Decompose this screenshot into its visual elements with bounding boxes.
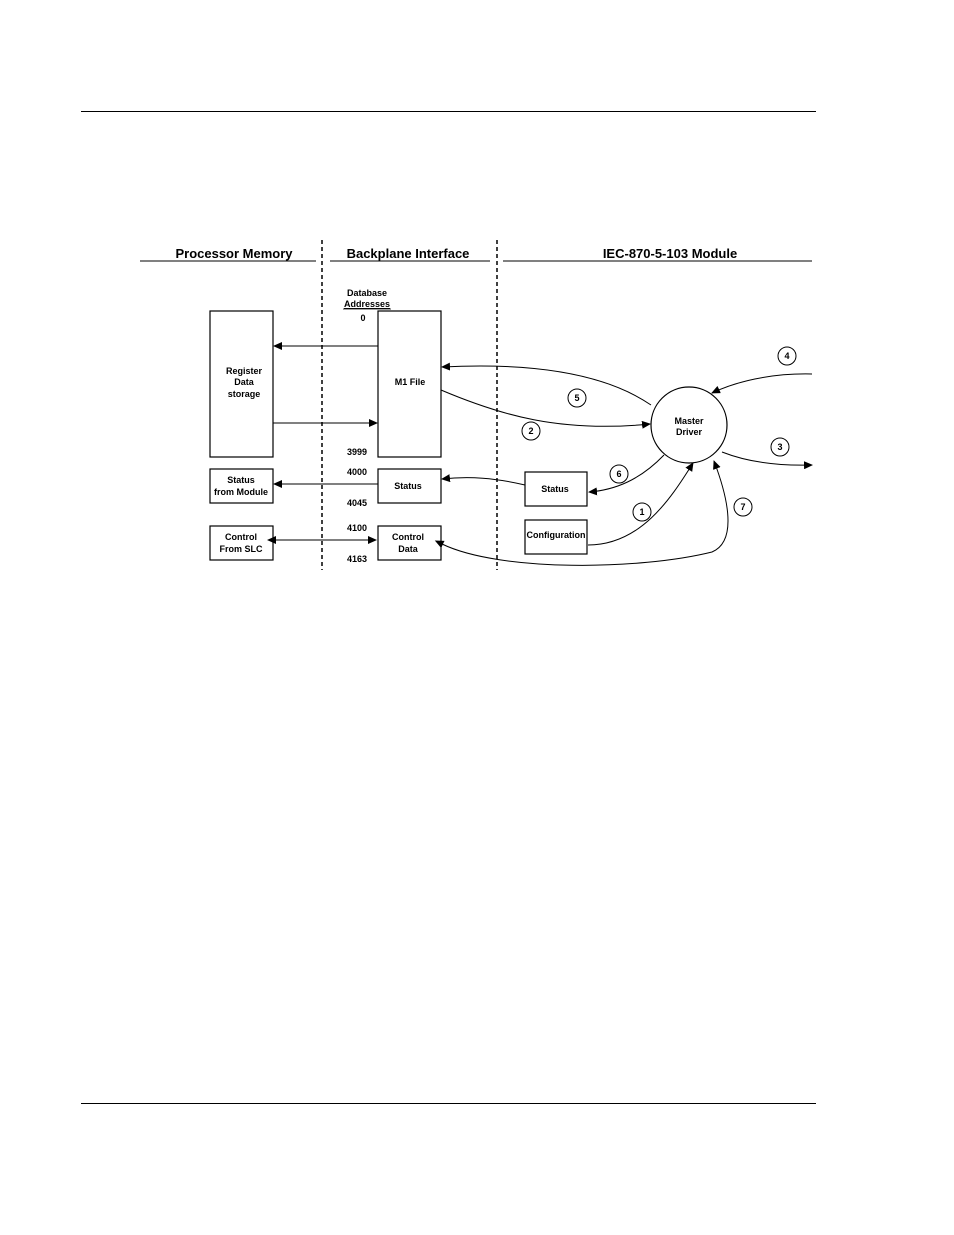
status-backplane-label: Status bbox=[394, 481, 422, 491]
control-data-label-1: Control bbox=[392, 532, 424, 542]
configuration-label: Configuration bbox=[527, 530, 586, 540]
status-backplane-box bbox=[377, 468, 442, 504]
header-processor-memory: Processor Memory bbox=[175, 246, 293, 261]
register-data-storage-box bbox=[209, 310, 274, 458]
step-4-circle bbox=[777, 346, 797, 366]
bottom-rule bbox=[81, 1103, 816, 1104]
control-from-slc-label-1: Control bbox=[225, 532, 257, 542]
control-from-slc-label-2: From SLC bbox=[219, 544, 263, 554]
control-from-slc-box bbox=[209, 525, 274, 561]
arrow-status-module-to-backplane bbox=[441, 474, 526, 486]
arrow-4-external-to-master bbox=[711, 373, 813, 394]
address-0: 0 bbox=[360, 313, 365, 323]
status-module-label: Status bbox=[541, 484, 569, 494]
step-6-label: 6 bbox=[616, 469, 621, 479]
addresses-label: Addresses bbox=[344, 299, 390, 309]
step-3-circle bbox=[770, 437, 790, 457]
address-4100: 4100 bbox=[347, 523, 367, 533]
step-1-circle bbox=[632, 502, 652, 522]
step-3-label: 3 bbox=[777, 442, 782, 452]
status-from-module-label-2: from Module bbox=[214, 487, 268, 497]
control-data-box bbox=[377, 525, 442, 561]
address-4000: 4000 bbox=[347, 467, 367, 477]
arrow-7-control-to-master bbox=[434, 460, 729, 566]
control-data-label-2: Data bbox=[398, 544, 419, 554]
step-5-circle bbox=[567, 388, 587, 408]
arrow-5-master-to-m1 bbox=[441, 362, 652, 406]
address-4163: 4163 bbox=[347, 554, 367, 564]
top-rule bbox=[81, 111, 816, 112]
arrow-3-master-to-external bbox=[721, 451, 813, 470]
address-4045: 4045 bbox=[347, 498, 367, 508]
step-2-label: 2 bbox=[528, 426, 533, 436]
database-label: Database bbox=[347, 288, 387, 298]
step-6-circle bbox=[609, 464, 629, 484]
status-from-module-label-1: Status bbox=[227, 475, 255, 485]
register-label-3: storage bbox=[228, 389, 261, 399]
step-7-circle bbox=[733, 497, 753, 517]
m1-file-label: M1 File bbox=[395, 377, 426, 387]
header-module: IEC-870-5-103 Module bbox=[603, 246, 737, 261]
step-1-label: 1 bbox=[639, 507, 644, 517]
address-3999: 3999 bbox=[347, 447, 367, 457]
arrow-2-m1-to-master bbox=[440, 389, 651, 429]
master-driver-label-2: Driver bbox=[676, 427, 703, 437]
register-label-1: Register bbox=[226, 366, 263, 376]
step-2-circle bbox=[521, 421, 541, 441]
m1-file-box bbox=[377, 310, 442, 458]
register-label-2: Data bbox=[234, 377, 255, 387]
step-7-label: 7 bbox=[740, 502, 745, 512]
step-5-label: 5 bbox=[574, 393, 579, 403]
step-4-label: 4 bbox=[784, 351, 789, 361]
header-backplane-interface: Backplane Interface bbox=[347, 246, 470, 261]
master-driver-label-1: Master bbox=[674, 416, 704, 426]
